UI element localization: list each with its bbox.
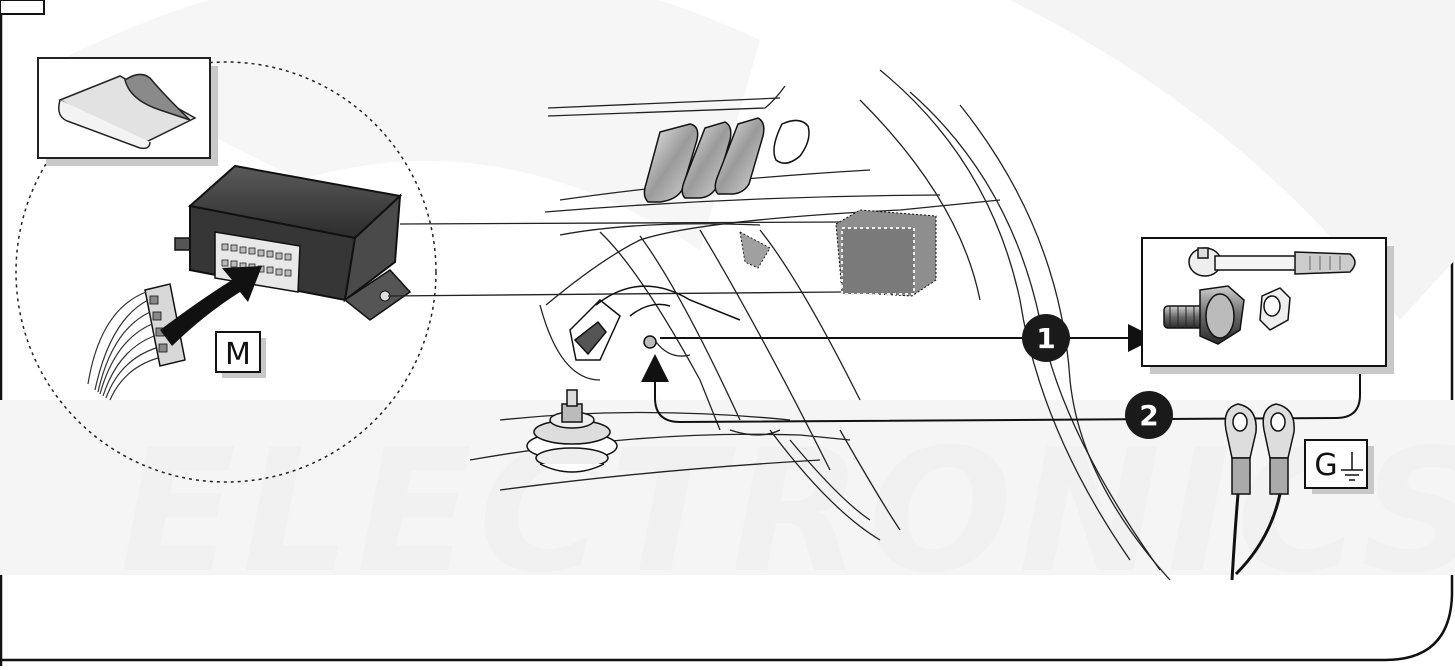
ratchet-wrench-icon	[1188, 247, 1356, 277]
flange-bolt-icon	[1163, 285, 1245, 345]
tools-inset	[1141, 237, 1394, 374]
dashboard-connector	[569, 285, 741, 361]
car-interior-lineart	[469, 69, 1171, 581]
step-1-arrow	[660, 324, 1156, 352]
ring-terminal-right	[1234, 403, 1295, 576]
module-label: M	[215, 331, 266, 378]
step-1-badge: 1	[1022, 314, 1070, 362]
step-2-badge: 2	[1125, 391, 1173, 439]
adhesive-pad-inset	[37, 57, 218, 166]
module-label-text: M	[225, 337, 251, 372]
watermark-text: ELECTRONICS	[120, 413, 1455, 611]
ground-label: G	[1304, 439, 1374, 494]
insert-arrow	[160, 266, 262, 346]
threaded-stud	[526, 389, 618, 473]
watermark-logo: ELECTRONICS	[120, 0, 1455, 611]
ground-ring-terminals	[1224, 403, 1295, 581]
step-2-arrow	[641, 345, 1361, 424]
step-1-number: 1	[1036, 322, 1055, 355]
mounting-location	[739, 209, 937, 297]
zoom-detail-circle	[15, 61, 437, 483]
dashboard-vents	[643, 117, 810, 203]
ground-icon	[1341, 452, 1363, 481]
socket-icon	[1259, 287, 1291, 331]
harness-plug	[87, 283, 186, 401]
projection-lines	[387, 221, 843, 297]
ground-stud-point	[643, 335, 691, 357]
ring-terminal-left	[1224, 403, 1257, 581]
step-2-number: 2	[1139, 399, 1158, 432]
ground-label-text: G	[1314, 448, 1337, 483]
adhesive-pad-icon	[58, 73, 197, 150]
